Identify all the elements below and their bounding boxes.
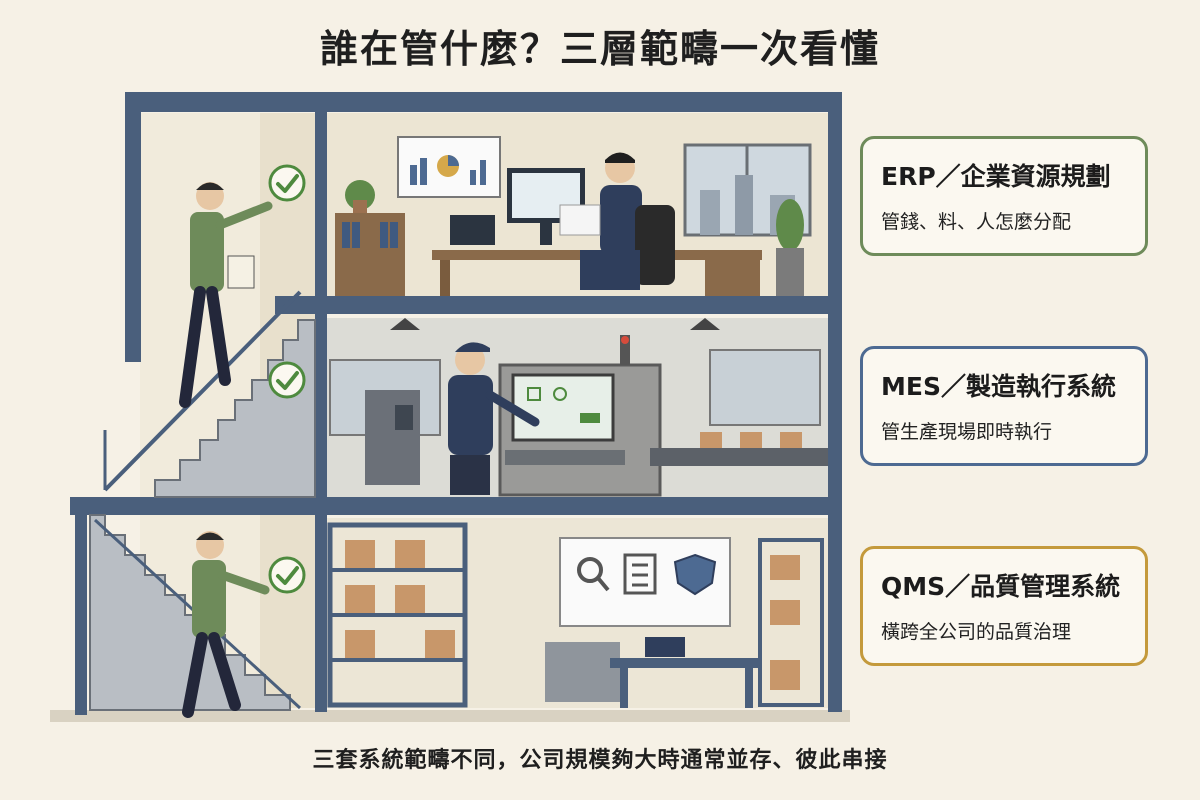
qms-card: QMS／品質管理系統 橫跨全公司的品質治理 — [860, 546, 1148, 666]
check-icon — [268, 361, 306, 399]
bottom-caption: 三套系統範疇不同，公司規模夠大時通常並存、彼此串接 — [312, 748, 888, 773]
erp-card-title: ERP／企業資源規劃 — [881, 162, 1111, 191]
mes-card-subtitle: 管生產現場即時執行 — [881, 421, 1053, 443]
ground — [50, 710, 850, 722]
mes-card: MES／製造執行系統 管生產現場即時執行 — [860, 346, 1148, 466]
laptop — [450, 215, 495, 245]
check-icon — [268, 164, 306, 202]
climbing-person-upper — [179, 182, 273, 408]
inspection-table — [610, 658, 760, 668]
magnifier-icon — [577, 557, 610, 592]
checklist-icon — [623, 553, 657, 595]
check-icon — [268, 556, 306, 594]
manager-figure — [559, 152, 675, 290]
warehouse-shelf — [327, 522, 468, 708]
upper-staircase — [103, 290, 316, 498]
operator-figure — [448, 342, 540, 495]
ceiling-lamp — [390, 318, 420, 330]
page-title: 誰在管什麼？三層範疇一次看懂 — [319, 27, 880, 71]
mes-terminal — [498, 335, 662, 497]
climbing-person-lower — [182, 531, 270, 718]
machine — [365, 390, 420, 485]
mes-card-title: MES／製造執行系統 — [881, 372, 1116, 401]
ceiling-lamp — [690, 318, 720, 330]
qms-card-subtitle: 橫跨全公司的品質治理 — [881, 621, 1072, 643]
side-shelf — [758, 538, 824, 707]
quality-board — [559, 537, 731, 627]
shield-icon — [673, 553, 717, 596]
plant — [345, 180, 375, 210]
conveyor — [650, 432, 830, 466]
chart-icon — [397, 136, 501, 198]
office-plant — [776, 199, 804, 296]
qms-card-title: QMS／品質管理系統 — [881, 572, 1121, 601]
steel-frame — [70, 92, 842, 715]
erp-card: ERP／企業資源規劃 管錢、料、人怎麼分配 — [860, 136, 1148, 256]
cabinet — [545, 642, 620, 702]
erp-card-subtitle: 管錢、料、人怎麼分配 — [881, 211, 1072, 233]
